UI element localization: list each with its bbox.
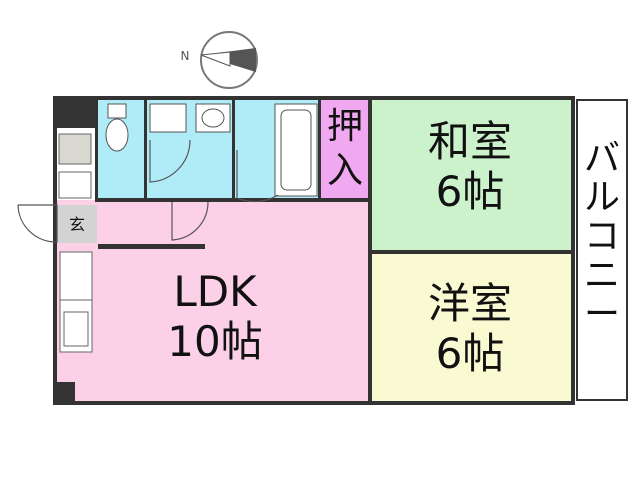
oshiire-closet	[320, 100, 370, 200]
oshiire-label-2: 入	[326, 150, 363, 191]
balcony-char: ル	[583, 176, 620, 218]
walls	[53, 96, 575, 405]
compass-needle-tip	[200, 51, 231, 67]
balcony-label: バ ル コ ニ ー	[578, 138, 626, 335]
ldk-name: LDK	[173, 267, 257, 316]
washitsu-room	[372, 100, 571, 250]
toilet-icon	[105, 103, 129, 152]
yoshitsu-name: 洋室	[427, 279, 512, 328]
ldk-size: 10帖	[167, 317, 263, 366]
balcony-char: バ	[583, 138, 620, 179]
balcony-char: ニ	[583, 254, 620, 296]
yoshitsu-size: 6帖	[435, 329, 505, 378]
wall-block	[55, 98, 95, 128]
washitsu-name: 和室	[427, 117, 512, 166]
wall-block	[55, 382, 75, 405]
balcony-char: コ	[583, 215, 620, 257]
storage-box	[58, 133, 92, 165]
kitchen-counter	[59, 251, 93, 353]
washer-space	[149, 103, 187, 133]
ldk-room	[57, 200, 370, 403]
genkan-entrance	[57, 205, 97, 243]
balcony-char: ー	[583, 293, 620, 335]
washbasin-icon	[195, 103, 231, 133]
doors	[17, 139, 279, 243]
compass	[200, 31, 258, 89]
oshiire-label-1: 押	[326, 106, 363, 147]
yoshitsu-room	[372, 254, 571, 403]
storage-box	[58, 171, 92, 199]
genkan-label: 玄	[68, 215, 85, 234]
north-label: N	[180, 49, 190, 63]
balcony	[576, 99, 628, 401]
washitsu-size: 6帖	[435, 167, 505, 216]
bathtub-icon	[274, 103, 318, 197]
